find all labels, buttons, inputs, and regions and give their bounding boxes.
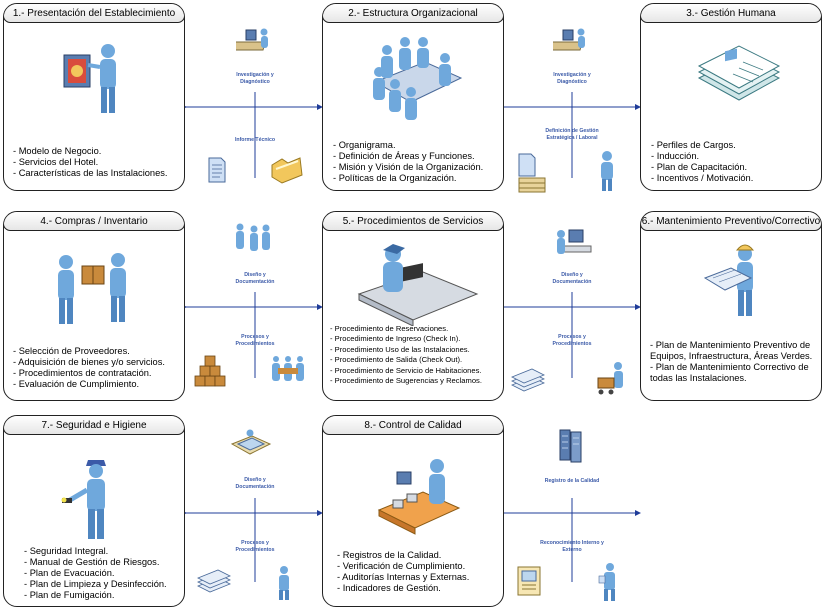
list-item: Plan de Mantenimiento Preventivo de Equi…	[650, 340, 818, 362]
list-item: Organigrama.	[333, 140, 483, 151]
box-mantenimiento: 6.- Mantenimiento Preventivo/Correctivo …	[640, 211, 822, 401]
list-item: Verificación de Cumplimiento.	[337, 561, 469, 572]
list-item: Plan de Capacitación.	[651, 162, 753, 173]
box-title: 2.- Estructura Organizacional	[322, 3, 504, 23]
list-item: Evaluación de Cumplimiento.	[13, 379, 165, 390]
list-item: Seguridad Integral.	[24, 546, 167, 557]
label-diseno-1: Diseño y Documentación	[225, 272, 285, 286]
list-item: Procedimiento de Reservaciones.	[330, 324, 502, 334]
server-rack-icon	[558, 428, 584, 464]
box-presentacion: 1.- Presentación del Establecimiento Mod…	[3, 3, 185, 191]
list-item: Procedimiento Uso de las Instalaciones.	[330, 345, 502, 355]
list-item: Plan de Fumigación.	[24, 590, 167, 601]
list-item: Indicadores de Gestión.	[337, 583, 469, 594]
list-item: Plan de Evacuación.	[24, 568, 167, 579]
box-estructura: 2.- Estructura Organizacional Organigram…	[322, 3, 504, 191]
list-item: Manual de Gestión de Riesgos.	[24, 557, 167, 568]
list-item: Modelo de Negocio.	[13, 146, 168, 157]
list-item: Procedimiento de Ingreso (Check In).	[330, 334, 502, 344]
list-item: Incentivos / Motivación.	[651, 173, 753, 184]
label-reconocimiento: Reconocimiento Interno y Externo	[538, 540, 606, 554]
box-control-calidad: 8.- Control de Calidad Registros de la C…	[322, 415, 504, 607]
list-item: Procedimiento de Salida (Check Out).	[330, 355, 502, 365]
list-item: Registros de la Calidad.	[337, 550, 469, 561]
label-diseno-2: Diseño y Documentación	[542, 272, 602, 286]
certificate-icon	[514, 563, 544, 599]
list-item: Políticas de la Organización.	[333, 173, 483, 184]
label-investigacion-1: Investigación y Diagnóstico	[225, 72, 285, 86]
box-title: 3.- Gestión Humana	[640, 3, 822, 23]
list-item: Adquisición de bienes y/o servicios.	[13, 357, 165, 368]
box-title: 1.- Presentación del Establecimiento	[3, 3, 185, 23]
quality-inspection-icon	[373, 456, 463, 536]
list-item: Auditorías Internas y Externas.	[337, 572, 469, 583]
engineer-blueprint-icon	[701, 242, 771, 322]
security-guard-icon	[60, 456, 120, 546]
box-title: 7.- Seguridad e Higiene	[3, 415, 185, 435]
list-item: Definición de Áreas y Funciones.	[333, 151, 483, 162]
box-gestion-humana: 3.- Gestión Humana Perfiles de Cargos. I…	[640, 3, 822, 191]
box-title: 5.- Procedimientos de Servicios	[322, 211, 504, 231]
list-item: Misión y Visión de la Organización.	[333, 162, 483, 173]
list-item: Procedimientos de contratación.	[13, 368, 165, 379]
document-stack-icon	[515, 150, 549, 196]
list-item: Procedimiento de Sugerencias y Reclamos.	[330, 376, 502, 386]
resume-cards-icon	[693, 44, 783, 114]
box-seguridad: 7.- Seguridad e Higiene Seguridad Integr…	[3, 415, 185, 607]
handover-package-icon	[52, 242, 132, 328]
label-informe-tecnico: Informe Técnico	[225, 137, 285, 144]
person-icon	[274, 565, 294, 601]
person-icon	[596, 150, 618, 192]
reception-desk-icon	[353, 242, 481, 326]
boxes-icon	[193, 354, 229, 392]
label-registro-calidad: Registro de la Calidad	[542, 478, 602, 485]
papers-icon	[196, 568, 232, 596]
box-procedimientos: 5.- Procedimientos de Servicios Procedim…	[322, 211, 504, 401]
folder-icon	[270, 155, 304, 185]
presenter-icon	[60, 39, 130, 119]
box-title: 6.- Mantenimiento Preventivo/Correctivo	[640, 211, 822, 231]
blueprint-table-icon	[228, 428, 272, 462]
cart-person-icon	[596, 360, 630, 400]
computer-worker-icon	[553, 226, 593, 260]
people-group-icon	[234, 222, 274, 258]
list-item: Perfiles de Cargos.	[651, 140, 753, 151]
person-icon	[598, 562, 622, 602]
desk-worker-icon	[236, 24, 274, 58]
list-item: Servicios del Hotel.	[13, 157, 168, 168]
list-item: Plan de Limpieza y Desinfección.	[24, 579, 167, 590]
list-item: Procedimiento de Servicio de Habitacione…	[330, 366, 502, 376]
desk-worker-icon	[553, 24, 591, 58]
label-procesos-1: Procesos y Procedimientos	[225, 334, 285, 348]
label-investigacion-2: Investigación y Diagnóstico	[542, 72, 602, 86]
meeting-table-icon	[365, 32, 465, 124]
list-item: Plan de Mantenimiento Correctivo de toda…	[650, 362, 818, 384]
label-gestion-estrategica: Definición de Gestión Estratégica / Labo…	[535, 128, 609, 142]
list-item: Características de las Instalaciones.	[13, 168, 168, 179]
label-diseno-3: Diseño y Documentación	[225, 477, 285, 491]
list-item: Inducción.	[651, 151, 753, 162]
box-title: 4.- Compras / Inventario	[3, 211, 185, 231]
box-title: 8.- Control de Calidad	[322, 415, 504, 435]
document-icon	[206, 156, 228, 184]
box-compras: 4.- Compras / Inventario Selección de Pr…	[3, 211, 185, 401]
papers-icon	[510, 367, 546, 395]
label-procesos-3: Procesos y Procedimientos	[225, 540, 285, 554]
label-procesos-2: Procesos y Procedimientos	[542, 334, 602, 348]
list-item: Selección de Proveedores.	[13, 346, 165, 357]
team-icon	[270, 354, 306, 388]
